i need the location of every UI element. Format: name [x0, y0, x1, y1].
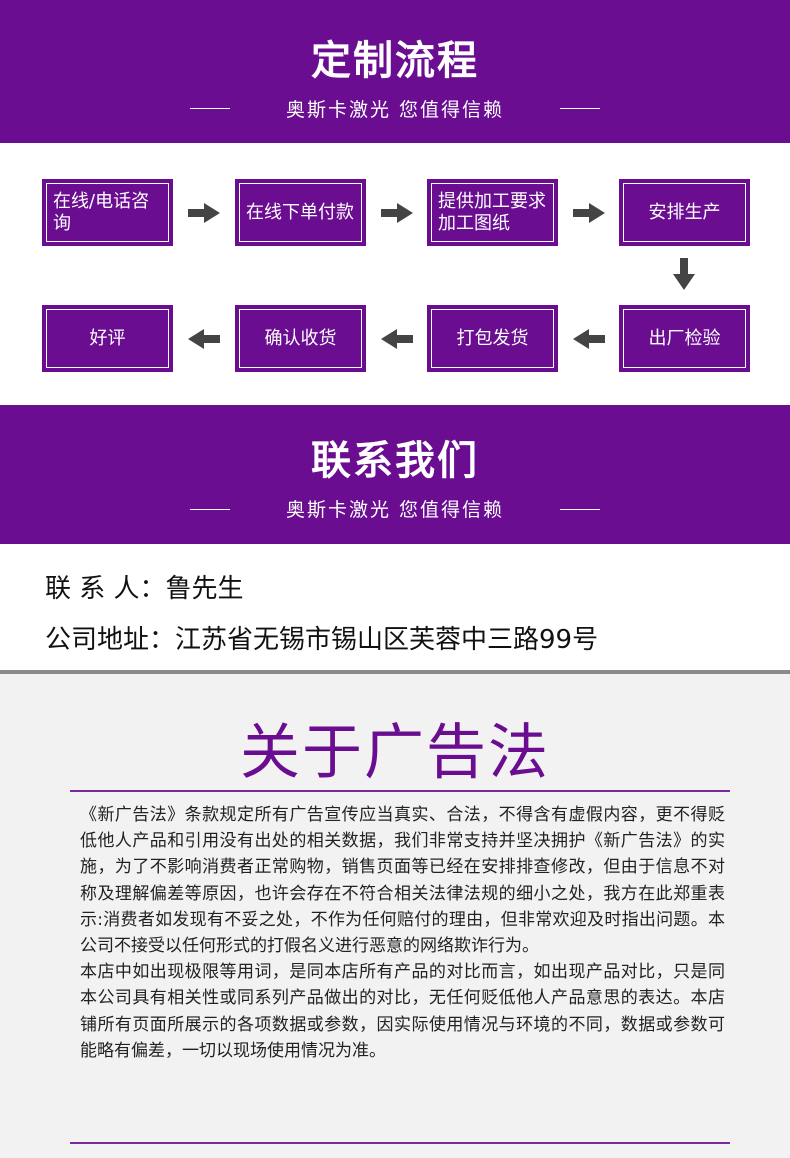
divider-line-right — [560, 108, 600, 109]
step-label: 在线/电话咨询 — [46, 183, 169, 242]
ad-law-paragraph-1: 《新广告法》条款规定所有广告宣传应当真实、合法，不得含有虚假内容，更不得贬低他人… — [80, 805, 725, 957]
section-divider — [0, 670, 790, 674]
step-inspection: 出厂检验 — [619, 305, 750, 372]
divider-line-left — [190, 108, 230, 109]
arrow-left-icon — [188, 329, 220, 349]
process-subtitle: 奥斯卡激光 您值得信赖 — [285, 99, 505, 121]
step-consult: 在线/电话咨询 — [42, 179, 173, 246]
contact-subtitle: 奥斯卡激光 您值得信赖 — [285, 499, 505, 521]
ad-law-text: 《新广告法》条款规定所有广告宣传应当真实、合法，不得含有虚假内容，更不得贬低他人… — [80, 802, 725, 1064]
step-label: 安排生产 — [623, 183, 746, 242]
contact-person-label: 联 系 人： — [45, 574, 166, 604]
contact-header: 联系我们 奥斯卡激光 您值得信赖 — [0, 405, 790, 544]
ad-law-paragraph-2: 本店中如出现极限等用词，是同本店所有产品的对比而言，如出现产品对比，只是同本公司… — [80, 962, 725, 1061]
ad-law-section: 关于广告法 《新广告法》条款规定所有广告宣传应当真实、合法，不得含有虚假内容，更… — [0, 674, 790, 1158]
step-label: 在线下单付款 — [239, 183, 362, 242]
step-requirements: 提供加工要求加工图纸 — [427, 179, 558, 246]
ad-law-heading: 关于广告法 — [240, 718, 550, 788]
contact-person: 联 系 人：鲁先生 — [45, 568, 244, 605]
step-label: 确认收货 — [239, 309, 362, 368]
ad-law-bottom-rule — [70, 1142, 730, 1144]
contact-address-value: 江苏省无锡市锡山区芙蓉中三路99号 — [175, 625, 599, 655]
process-title: 定制流程 — [311, 38, 479, 84]
arrow-right-icon — [573, 203, 605, 223]
step-label: 打包发货 — [431, 309, 554, 368]
step-packing: 打包发货 — [427, 305, 558, 372]
contact-address-label: 公司地址： — [45, 625, 176, 655]
step-receipt: 确认收货 — [235, 305, 366, 372]
arrow-left-icon — [573, 329, 605, 349]
divider-line-right — [560, 509, 600, 510]
step-label: 提供加工要求加工图纸 — [431, 183, 554, 242]
contact-title: 联系我们 — [311, 438, 479, 484]
step-label: 好评 — [46, 309, 169, 368]
process-header: 定制流程 奥斯卡激光 您值得信赖 — [0, 0, 790, 143]
arrow-left-icon — [381, 329, 413, 349]
divider-line-left — [190, 509, 230, 510]
contact-person-value: 鲁先生 — [165, 574, 244, 604]
arrow-down-icon — [673, 258, 695, 290]
arrow-right-icon — [188, 203, 220, 223]
step-review: 好评 — [42, 305, 173, 372]
contact-address: 公司地址：江苏省无锡市锡山区芙蓉中三路99号 — [45, 619, 598, 656]
step-production: 安排生产 — [619, 179, 750, 246]
step-label: 出厂检验 — [623, 309, 746, 368]
step-order: 在线下单付款 — [235, 179, 366, 246]
ad-law-top-rule — [70, 790, 730, 792]
arrow-right-icon — [381, 203, 413, 223]
